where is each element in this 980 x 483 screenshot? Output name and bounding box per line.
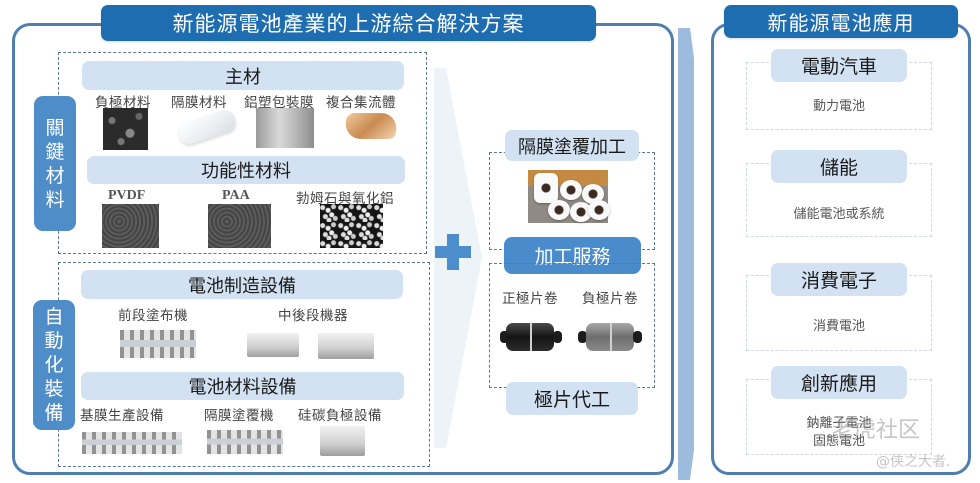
roll-cap bbox=[553, 331, 562, 343]
electrode-processing-header: 極片代工 bbox=[506, 382, 638, 415]
pvdf-label: PVDF bbox=[108, 188, 146, 203]
battery-manufacturing-header: 電池制造設備 bbox=[81, 270, 403, 299]
battery-material-equipment-header: 電池材料設備 bbox=[81, 372, 404, 400]
copper-foil-image bbox=[342, 113, 400, 139]
roll-cap bbox=[500, 331, 509, 343]
boehmite-label: 勃姆石與氧化鋁 bbox=[296, 191, 394, 207]
paa-sem-image bbox=[208, 204, 271, 248]
silicon-carbon-equipment-image bbox=[320, 426, 365, 456]
aluminum-film-label: 鋁塑包裝膜 bbox=[244, 95, 314, 111]
tag-char: 鍵 bbox=[45, 140, 65, 163]
tag-char: 料 bbox=[45, 188, 65, 211]
automation-equipment-tag: 自 動 化 裝 備 bbox=[33, 300, 75, 430]
processing-services-header: 加工服務 bbox=[504, 237, 641, 274]
cathode-roll-image bbox=[500, 323, 562, 351]
application-header-ev: 電動汽車 bbox=[771, 49, 907, 82]
tag-char: 材 bbox=[45, 164, 65, 187]
back-end-machine-image-2 bbox=[318, 333, 374, 359]
tape-roll bbox=[548, 200, 570, 220]
main-materials-header: 主材 bbox=[82, 61, 404, 90]
application-detail: 固態電池 bbox=[812, 434, 865, 449]
back-end-machine-label: 中後段機器 bbox=[278, 308, 348, 324]
separator-coating-header: 隔膜塗覆加工 bbox=[505, 130, 639, 161]
battery-applications-title: 新能源電池應用 bbox=[724, 5, 958, 38]
application-detail: 儲能電池或系統 bbox=[793, 207, 885, 222]
functional-materials-header: 功能性材料 bbox=[87, 156, 405, 184]
application-header-storage: 儲能 bbox=[771, 150, 907, 183]
roll-divider bbox=[530, 323, 532, 351]
tag-char: 裝 bbox=[44, 378, 64, 400]
application-detail: 消費電池 bbox=[812, 319, 865, 334]
anode-sem-image bbox=[103, 108, 148, 150]
silicon-carbon-equipment-label: 硅碳負極設備 bbox=[298, 408, 382, 424]
base-film-equipment-label: 基膜生產設備 bbox=[80, 408, 164, 424]
anode-roll-label: 負極片卷 bbox=[582, 291, 638, 307]
boehmite-sem-image bbox=[320, 204, 383, 248]
tag-char: 自 bbox=[44, 306, 64, 328]
aluminum-film-image bbox=[256, 108, 314, 148]
plus-icon-vertical bbox=[447, 234, 459, 270]
upstream-solutions-title: 新能源電池產業的上游綜合解決方案 bbox=[101, 5, 596, 41]
roll-divider bbox=[610, 323, 612, 351]
tag-char: 備 bbox=[44, 402, 64, 424]
battery-applications-frame bbox=[711, 23, 971, 475]
paa-label: PAA bbox=[222, 188, 250, 203]
application-detail: 動力電池 bbox=[812, 99, 865, 114]
tape-roll bbox=[534, 173, 558, 203]
coating-machine-label: 前段塗布機 bbox=[118, 308, 188, 324]
separator-material-label: 隔膜材料 bbox=[171, 95, 227, 111]
anode-material-label: 負極材料 bbox=[95, 95, 151, 111]
separator-coater-label: 隔膜塗覆機 bbox=[204, 408, 274, 424]
tape-roll bbox=[560, 180, 582, 200]
coating-machine-image bbox=[120, 330, 196, 358]
base-film-line-image bbox=[82, 432, 182, 454]
anode-roll-image bbox=[578, 323, 642, 351]
cathode-roll-label: 正極片卷 bbox=[502, 291, 558, 307]
author-watermark: @侠之大者. bbox=[876, 454, 951, 470]
tag-char: 動 bbox=[44, 330, 64, 352]
tape-roll bbox=[582, 184, 604, 204]
pvdf-sem-image bbox=[102, 204, 159, 248]
tag-char: 化 bbox=[44, 354, 64, 376]
key-materials-tag: 關 鍵 材 料 bbox=[34, 96, 76, 231]
tape-roll bbox=[588, 200, 610, 220]
application-header-consumer: 消費電子 bbox=[771, 263, 907, 296]
site-watermark: 老虎社区 bbox=[832, 418, 921, 443]
tape-roll bbox=[570, 202, 592, 222]
application-header-innovation: 創新應用 bbox=[771, 366, 907, 399]
back-end-machine-image bbox=[247, 333, 299, 357]
roll-cap bbox=[633, 331, 642, 343]
application-detail: 鈉離子電池 bbox=[806, 416, 872, 431]
roll-cap bbox=[578, 331, 587, 343]
separator-coater-image bbox=[207, 430, 283, 454]
separator-tape-rolls-image bbox=[528, 170, 610, 223]
flow-arrow-right bbox=[678, 28, 694, 480]
tag-char: 關 bbox=[45, 116, 65, 139]
composite-collector-label: 複合集流體 bbox=[326, 95, 396, 111]
